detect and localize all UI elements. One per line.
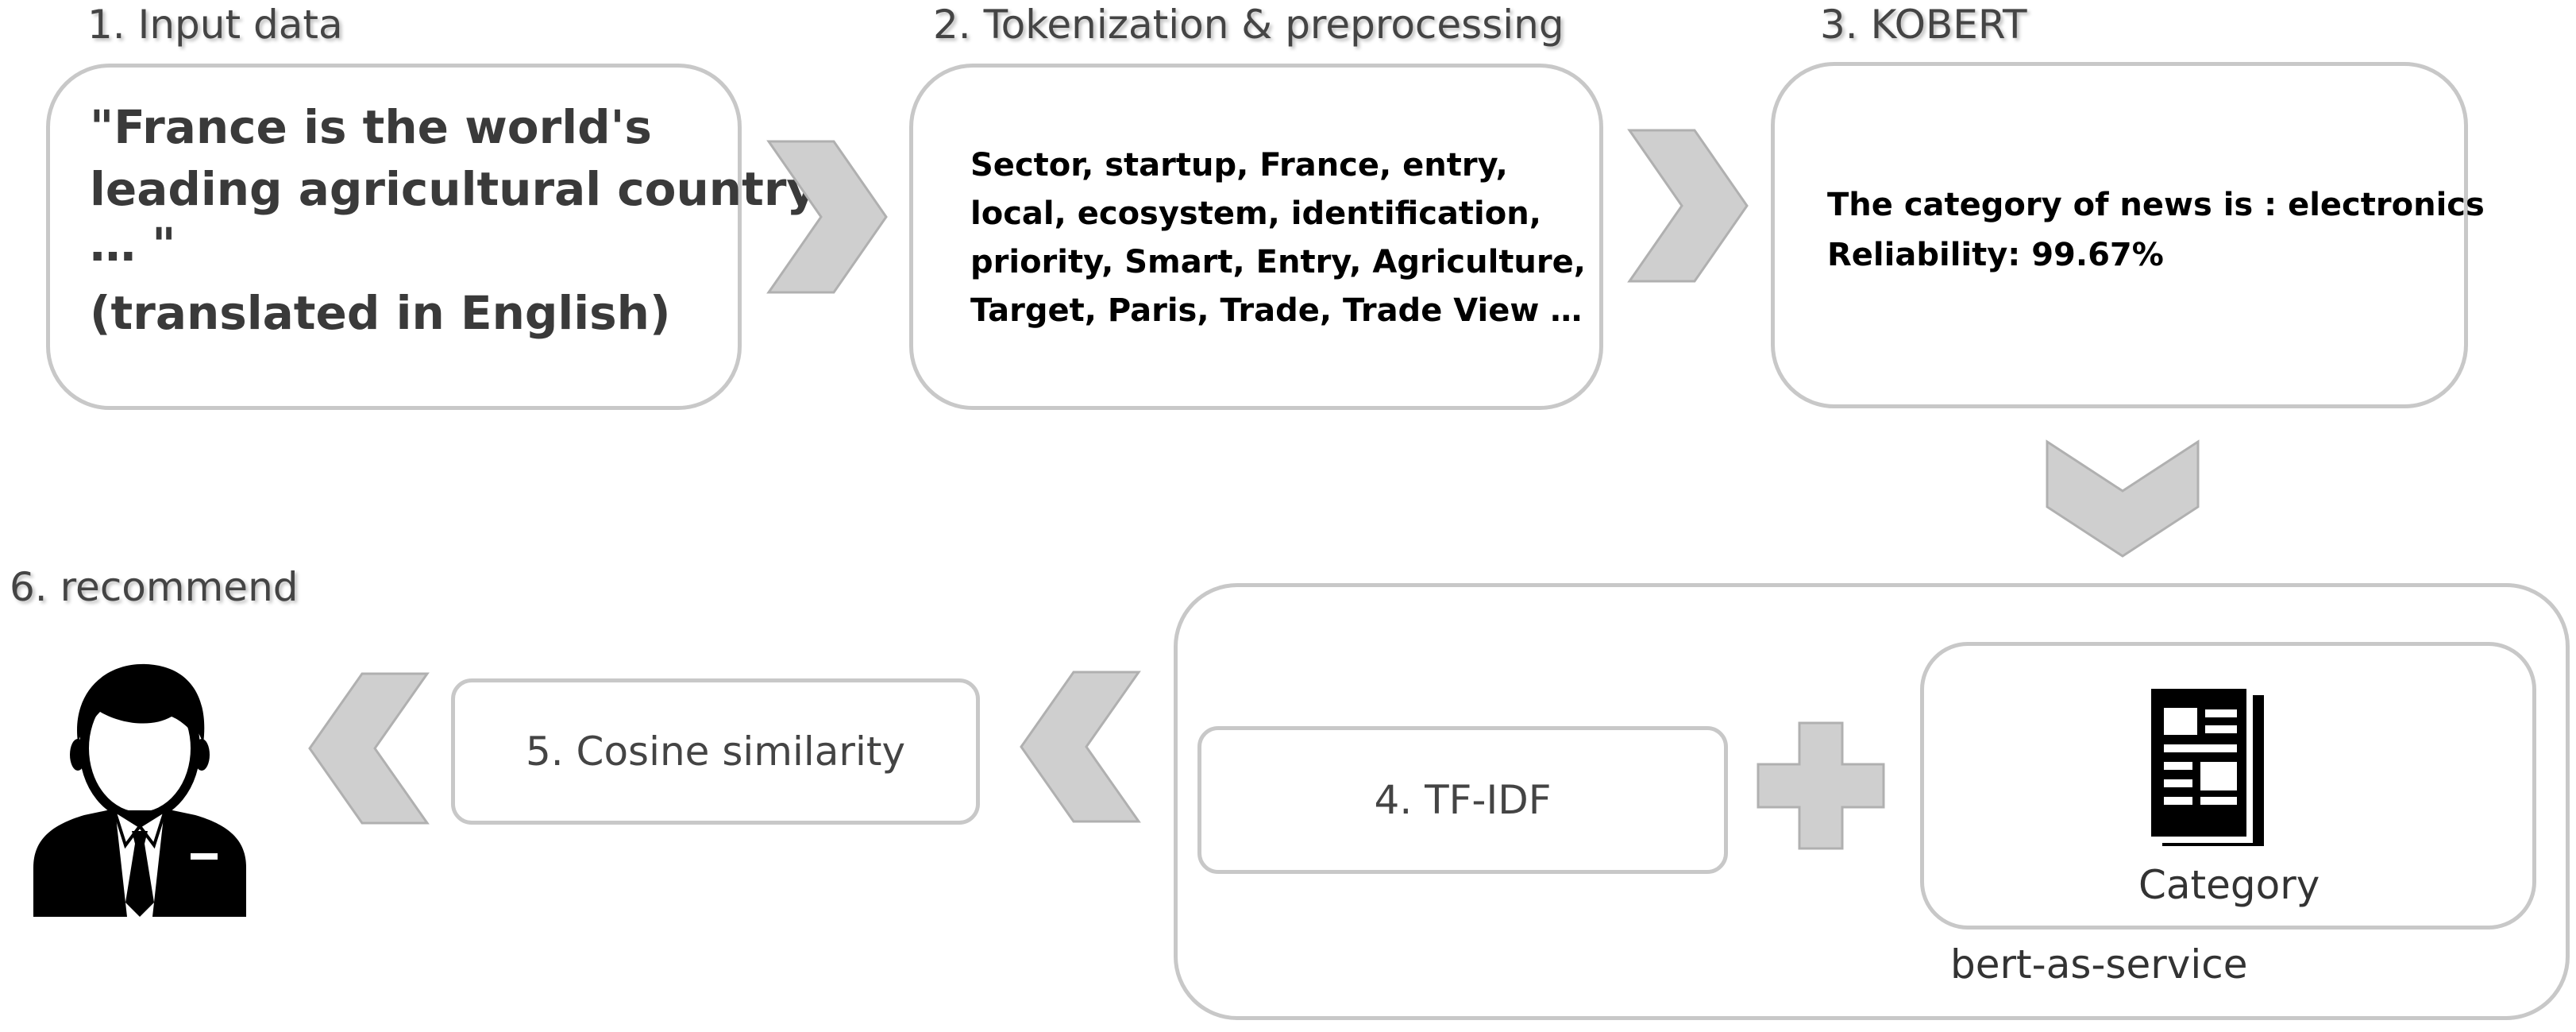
category-box: Category bbox=[1920, 642, 2536, 930]
cosine-similarity-box: 5. Cosine similarity bbox=[451, 678, 980, 825]
input-data-line-1: "France is the world's bbox=[90, 100, 652, 154]
tokenization-title: 2. Tokenization & preprocessing bbox=[933, 2, 1564, 48]
input-data-line-4: (translated in English) bbox=[90, 286, 671, 340]
recommend-title: 6. recommend bbox=[10, 564, 299, 610]
tfidf-box: 4. TF-IDF bbox=[1197, 726, 1728, 874]
token-line-3: priority, Smart, Entry, Agriculture, bbox=[970, 244, 1586, 280]
kobert-result-line-1: The category of news is : electronics bbox=[1827, 187, 2485, 223]
token-line-1: Sector, startup, France, entry, bbox=[970, 147, 1508, 184]
input-data-line-2: leading agricultural country. bbox=[90, 162, 830, 216]
input-data-box: "France is the world's leading agricultu… bbox=[46, 64, 830, 410]
input-data-title: 1. Input data bbox=[87, 2, 343, 48]
tfidf-label: 4. TF-IDF bbox=[1374, 777, 1552, 823]
chevron-left-icon bbox=[308, 672, 430, 825]
chevron-right-icon bbox=[766, 140, 888, 294]
plus-icon bbox=[1757, 721, 1885, 850]
token-line-4: Target, Paris, Trade, Trade View … bbox=[970, 292, 1583, 329]
user-icon bbox=[33, 663, 246, 917]
input-data-line-3: … " bbox=[90, 218, 176, 272]
chevron-left-icon bbox=[1020, 671, 1141, 823]
kobert-result-line-2: Reliability: 99.67% bbox=[1827, 237, 2164, 273]
chevron-right-icon bbox=[1627, 129, 1749, 283]
category-label: Category bbox=[2138, 862, 2320, 908]
token-line-2: local, ecosystem, identification, bbox=[970, 195, 1541, 232]
kobert-box: The category of news is : electronics Re… bbox=[1771, 62, 2485, 408]
chevron-down-icon bbox=[2046, 439, 2200, 558]
newspaper-icon bbox=[2145, 682, 2264, 846]
cosine-similarity-label: 5. Cosine similarity bbox=[525, 729, 906, 775]
tokenization-box: Sector, startup, France, entry, local, e… bbox=[909, 64, 1603, 410]
bert-as-service-label: bert-as-service bbox=[1950, 941, 2248, 988]
kobert-title: 3. KOBERT bbox=[1820, 2, 2027, 48]
